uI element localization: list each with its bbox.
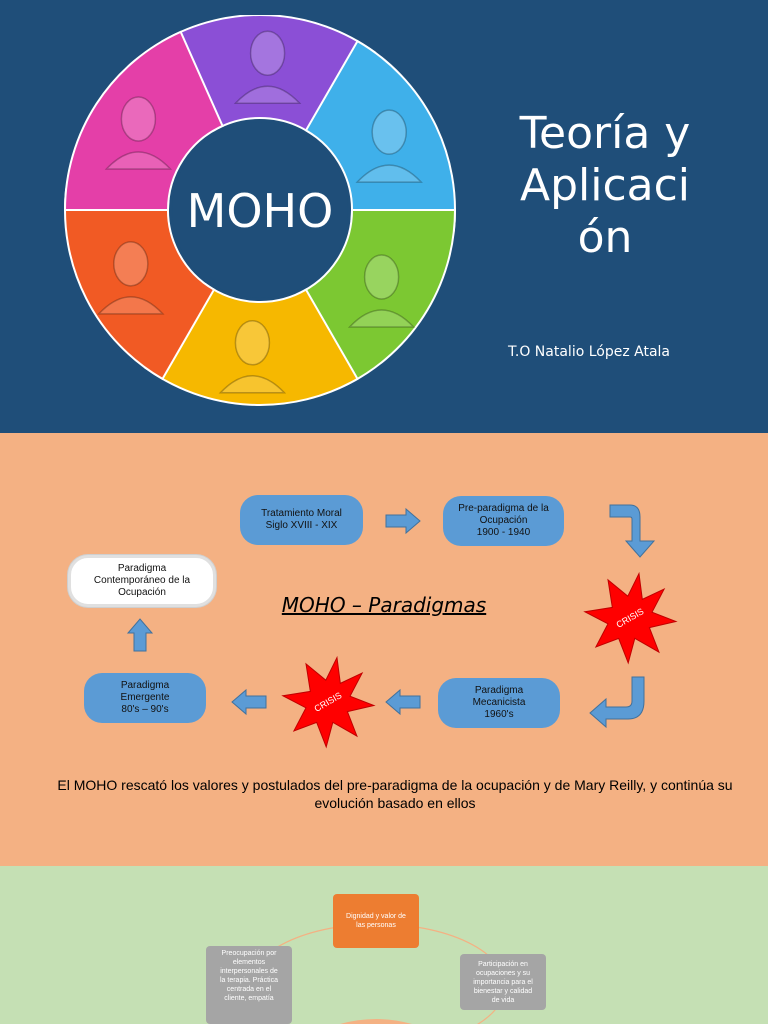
arrow-bent-down-icon [609, 504, 656, 558]
person-icon [233, 30, 302, 104]
box-pre-paradigma: Pre-paradigma de la Ocupación 1900 - 194… [443, 496, 564, 546]
slide-values: Dignidad y valor de las personas Preocup… [0, 866, 768, 1024]
arrow-left-icon [231, 688, 267, 716]
box-paradigma-mecanicista: Paradigma Mecanicista 1960's [438, 678, 560, 728]
person-icon [218, 320, 287, 394]
bottom-node-partial [340, 1019, 412, 1024]
slide-paradigmas: CRISIS CRISIS Tratamiento Moral Siglo XV… [0, 433, 768, 866]
author-name: T.O Natalio López Atala [508, 344, 671, 360]
arrow-right-icon [385, 507, 421, 535]
person-icon [347, 254, 416, 328]
node-participacion: Participación en ocupaciones y su import… [460, 954, 546, 1010]
box-paradigma-emergente: Paradigma Emergente 80's – 90's [84, 673, 206, 723]
box-paradigma-contemporaneo: Paradigma Contemporáneo de la Ocupación [68, 555, 216, 607]
person-icon [104, 96, 173, 170]
crisis-burst: CRISIS [281, 655, 376, 749]
ring-segment [63, 30, 224, 211]
logo-text: MOHO [187, 184, 334, 238]
box-tratamiento-moral: Tratamiento Moral Siglo XVIII - XIX [240, 495, 363, 545]
moho-logo: MOHO [63, 15, 457, 406]
crisis-burst: CRISIS [583, 571, 678, 665]
person-icon [355, 109, 423, 183]
person-icon [97, 241, 165, 315]
arrow-left-icon [385, 688, 421, 716]
slide-title-paradigmas: MOHO – Paradigmas [281, 593, 487, 617]
logo-center [172, 122, 348, 298]
logo-ring [63, 15, 457, 406]
arrow-up-icon [126, 618, 154, 652]
moho-note: El MOHO rescató los valores y postulados… [57, 777, 733, 811]
title-line-1: Teoría y [519, 108, 691, 159]
slide-title: MOHO Teoría y Aplicaci ón T.O Natalio Ló… [0, 0, 768, 433]
node-preocupacion: Preocupación por elementos interpersonal… [206, 946, 292, 1024]
arrow-bent-left-icon [589, 676, 645, 729]
paradigm-arrows: CRISIS CRISIS [126, 504, 678, 749]
node-dignidad: Dignidad y valor de las personas [333, 894, 419, 948]
presentation-title: Teoría y Aplicaci ón [490, 108, 720, 264]
title-line-3: ón [577, 212, 633, 263]
title-line-2: Aplicaci [519, 160, 691, 211]
